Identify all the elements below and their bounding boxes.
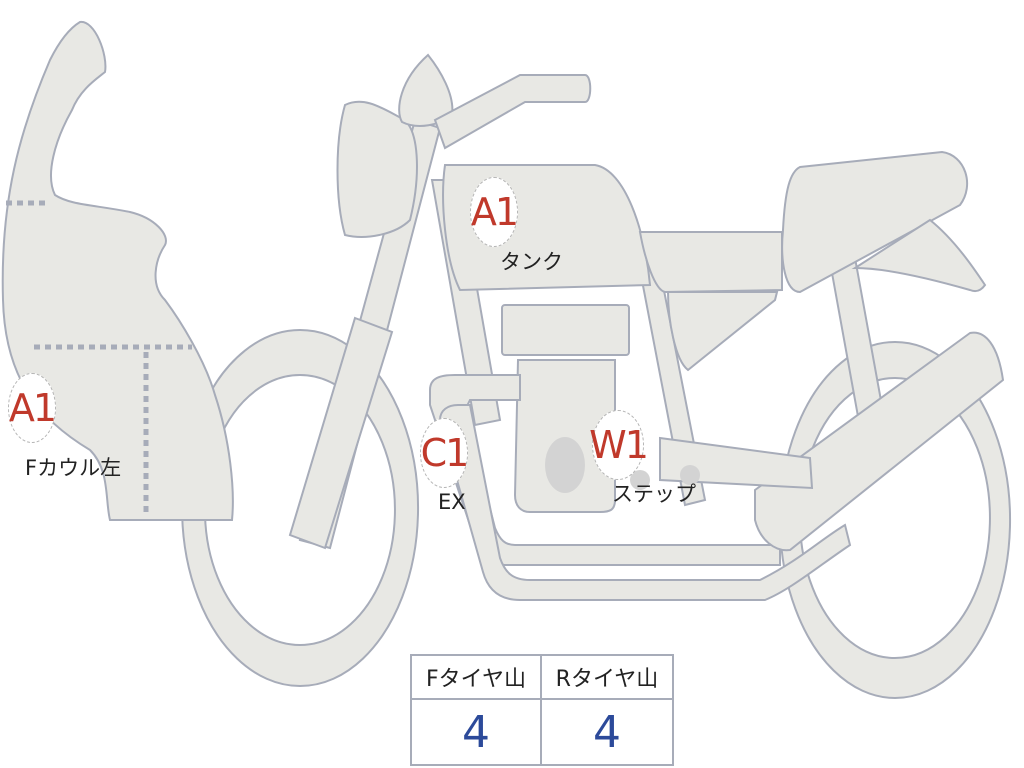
- step-peg-rear: [680, 465, 700, 485]
- damage-marker-step[interactable]: W1: [589, 410, 649, 480]
- table-value-rear-tire: 4: [593, 706, 621, 758]
- marker-label-tank: タンク: [500, 250, 563, 274]
- fork-cover: [288, 316, 394, 550]
- engine-cover-spot: [545, 437, 585, 493]
- engine-block: [513, 359, 616, 513]
- front-cowl: [1, 21, 234, 521]
- tire-tread-table: Fタイヤ山 Rタイヤ山 4 4: [410, 654, 674, 766]
- mirror: [398, 53, 454, 127]
- tail-cowl: [851, 218, 987, 293]
- rear-wheel: [779, 341, 1012, 699]
- table-value-front-tire: 4: [412, 700, 542, 764]
- headlight: [336, 100, 418, 238]
- side-cover: [666, 291, 779, 372]
- handlebar: [433, 74, 592, 150]
- table-header-front-tire: Fタイヤ山: [412, 656, 542, 700]
- marker-label-front-cowl-left: Fカウル左: [25, 456, 122, 480]
- muffler: [754, 331, 1005, 552]
- seat: [781, 150, 969, 294]
- marker-label-step: ステップ: [612, 482, 696, 506]
- damage-marker-exhaust[interactable]: C1: [420, 418, 469, 488]
- damage-marker-front-cowl-left[interactable]: A1: [8, 373, 57, 443]
- exhaust-pipe-lower: [438, 404, 852, 601]
- damage-marker-tank[interactable]: A1: [470, 177, 519, 247]
- step-peg-front: [630, 470, 650, 490]
- table-header-rear-tire: Rタイヤ山: [542, 656, 672, 700]
- engine-top: [501, 304, 630, 356]
- marker-label-exhaust: EX: [438, 490, 466, 514]
- side-panel: [638, 231, 783, 294]
